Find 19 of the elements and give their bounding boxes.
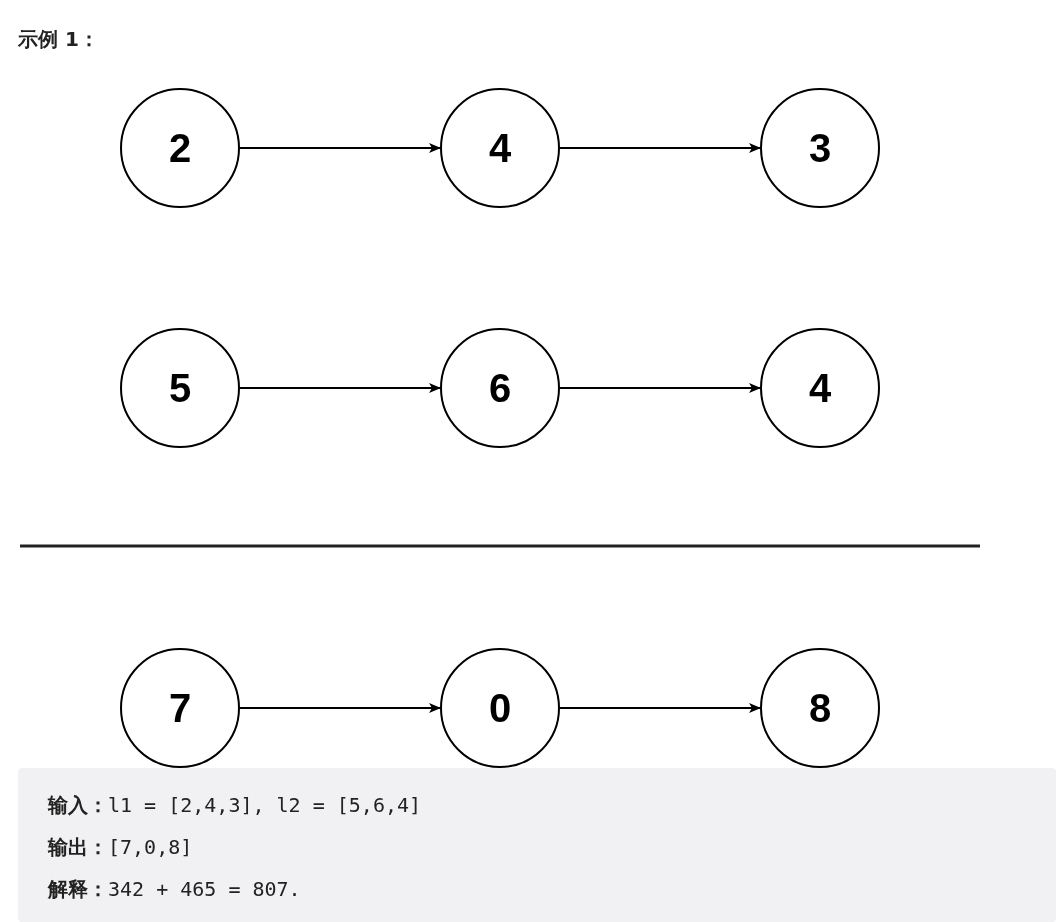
node-value: 5 bbox=[168, 365, 192, 411]
arrow bbox=[559, 143, 761, 153]
node-value: 7 bbox=[168, 685, 192, 731]
arrow bbox=[559, 703, 761, 713]
node-value: 3 bbox=[808, 125, 832, 171]
node-value: 0 bbox=[488, 685, 512, 731]
arrow bbox=[239, 383, 441, 393]
node-value: 2 bbox=[168, 125, 192, 171]
code-line: 输入：l1 = [2,4,3], l2 = [5,6,4] bbox=[48, 792, 422, 819]
code-line: 输出：[7,0,8] bbox=[48, 834, 193, 861]
node-value: 4 bbox=[808, 365, 832, 411]
arrow bbox=[559, 383, 761, 393]
arrow bbox=[239, 143, 441, 153]
node-value: 8 bbox=[808, 685, 832, 731]
arrow bbox=[239, 703, 441, 713]
example-heading: 示例 1： bbox=[18, 26, 99, 53]
code-line: 解释：342 + 465 = 807. bbox=[48, 876, 301, 903]
node-value: 4 bbox=[488, 125, 512, 171]
node-value: 6 bbox=[488, 365, 512, 411]
